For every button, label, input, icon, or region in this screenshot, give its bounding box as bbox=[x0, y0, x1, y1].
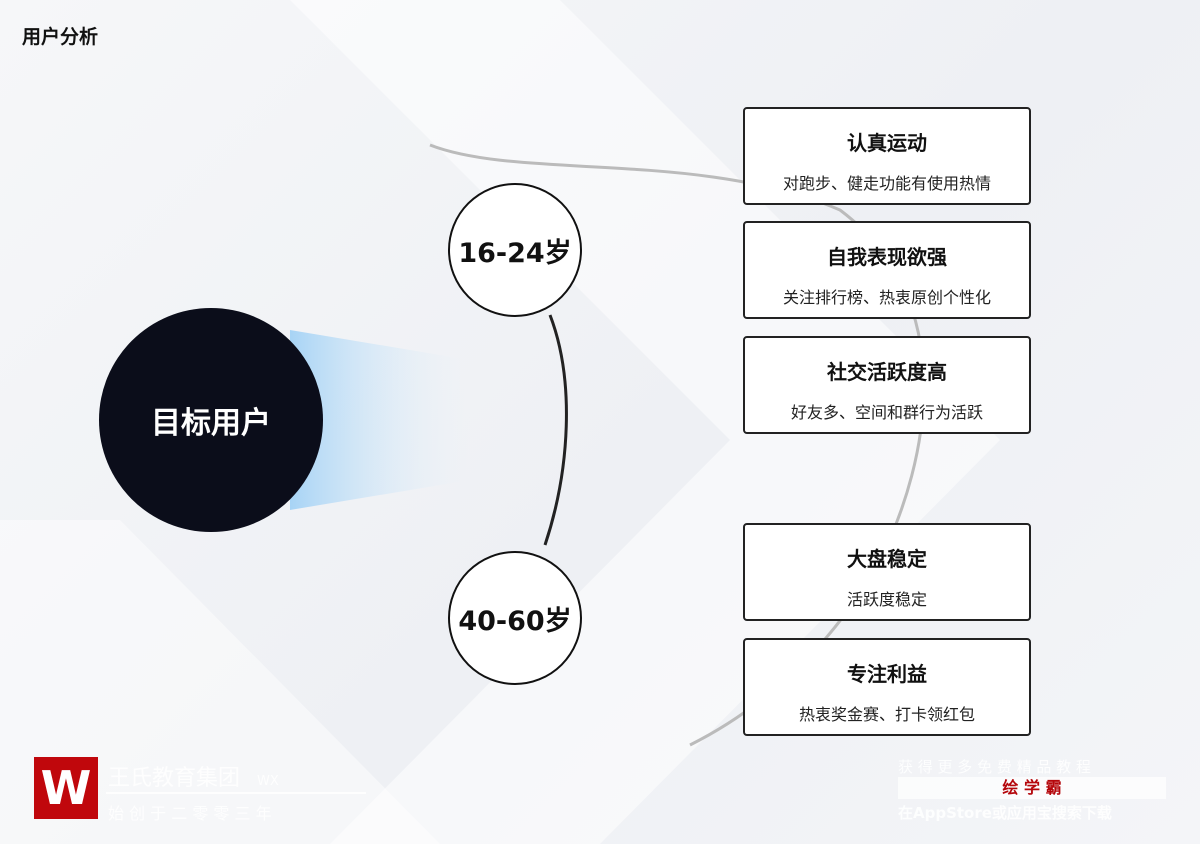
company-sub: WX bbox=[257, 774, 279, 789]
brand-logo: W bbox=[34, 757, 98, 819]
trait-card: 专注利益 热衷奖金赛、打卡领红包 bbox=[743, 638, 1031, 736]
trait-title: 社交活跃度高 bbox=[827, 360, 947, 384]
trait-desc: 对跑步、健走功能有使用热情 bbox=[782, 174, 991, 193]
trait-desc: 好友多、空间和群行为活跃 bbox=[790, 403, 983, 422]
age-node-40-60: 40-60岁 bbox=[448, 551, 582, 685]
trait-card: 大盘稳定 活跃度稳定 bbox=[743, 523, 1031, 621]
trait-desc: 活跃度稳定 bbox=[846, 590, 927, 609]
trait-card: 社交活跃度高 好友多、空间和群行为活跃 bbox=[743, 336, 1031, 434]
company-name: 王氏教育集团 bbox=[108, 766, 241, 791]
watermark-divider bbox=[106, 792, 366, 794]
trait-title: 专注利益 bbox=[847, 662, 927, 686]
trait-title: 自我表现欲强 bbox=[827, 245, 947, 269]
trait-title: 大盘稳定 bbox=[847, 547, 927, 571]
target-user-node: 目标用户 bbox=[99, 308, 323, 532]
age-node-16-24: 16-24岁 bbox=[448, 183, 582, 317]
trait-card: 自我表现欲强 关注排行榜、热衷原创个性化 bbox=[743, 221, 1031, 319]
watermark-company: 王氏教育集团 WX bbox=[108, 760, 279, 792]
trait-desc: 关注排行榜、热衷原创个性化 bbox=[782, 288, 991, 307]
age-arc bbox=[543, 314, 568, 546]
page-title: 用户分析 bbox=[22, 26, 99, 48]
watermark-app-name: 绘 学 霸 bbox=[898, 777, 1166, 799]
watermark-slogan: 始 创 于 二 零 零 三 年 bbox=[108, 804, 272, 823]
watermark-download: 在AppStore或应用宝搜索下载 bbox=[898, 804, 1112, 822]
highlight-beam bbox=[290, 330, 470, 510]
trait-card: 认真运动 对跑步、健走功能有使用热情 bbox=[743, 107, 1031, 205]
trait-desc: 热衷奖金赛、打卡领红包 bbox=[798, 705, 975, 724]
trait-title: 认真运动 bbox=[847, 131, 927, 155]
watermark-promo: 获 得 更 多 免 费 精 品 教 程 bbox=[898, 758, 1091, 776]
background-shape bbox=[0, 520, 440, 844]
